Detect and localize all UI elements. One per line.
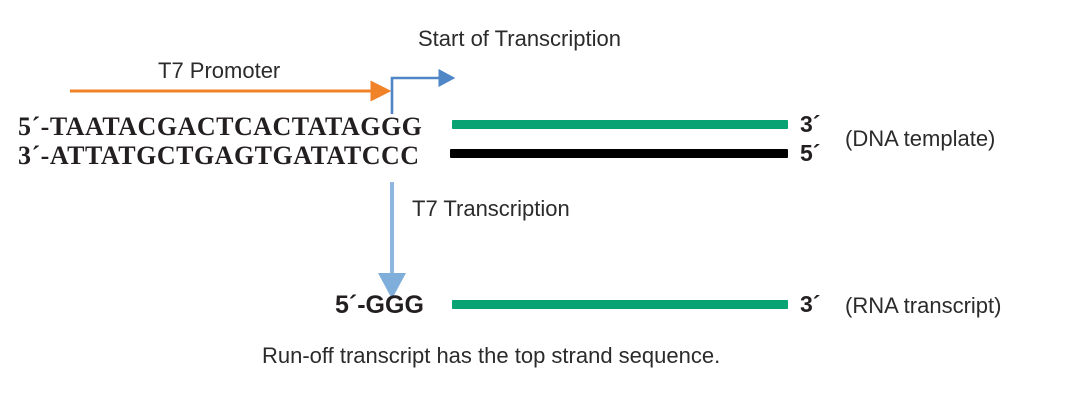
dna-bottom-strand-three-prime-text: 3´- xyxy=(18,141,50,170)
dna-template-strand-line xyxy=(450,149,788,158)
dna-bottom-strand-five-prime: 5´ xyxy=(800,140,821,166)
dna-coding-strand-line xyxy=(452,120,788,129)
rna-three-prime-label: 3´ xyxy=(800,291,821,317)
figure-caption: Run-off transcript has the top strand se… xyxy=(262,343,721,368)
dna-bottom-strand-sequence: ATTATGCTGAGTGATATCCC xyxy=(49,141,420,170)
t7-promoter-label: T7 Promoter xyxy=(158,58,281,83)
rna-transcript-line xyxy=(452,300,788,309)
dna-top-strand-five-prime-text: 5´- xyxy=(18,112,50,141)
dna-top-strand-sequence: TAATACGACTCACTATAGGG xyxy=(49,112,423,141)
dna-bottom-strand-three-prime: 3´-ATTATGCTGAGTGATATCCC xyxy=(18,143,420,169)
rna-transcript-annotation: (RNA transcript) xyxy=(845,293,1002,318)
start-of-transcription-arrow xyxy=(390,68,456,114)
dna-top-strand-five-prime: 5´-TAATACGACTCACTATAGGG xyxy=(18,114,422,140)
dna-template-annotation: (DNA template) xyxy=(845,126,996,151)
t7-transcription-label: T7 Transcription xyxy=(412,196,570,221)
dna-top-strand-three-prime: 3´ xyxy=(800,111,821,137)
rna-five-prime-label: 5´-GGG xyxy=(335,291,424,319)
start-of-transcription-label: Start of Transcription xyxy=(418,26,621,51)
